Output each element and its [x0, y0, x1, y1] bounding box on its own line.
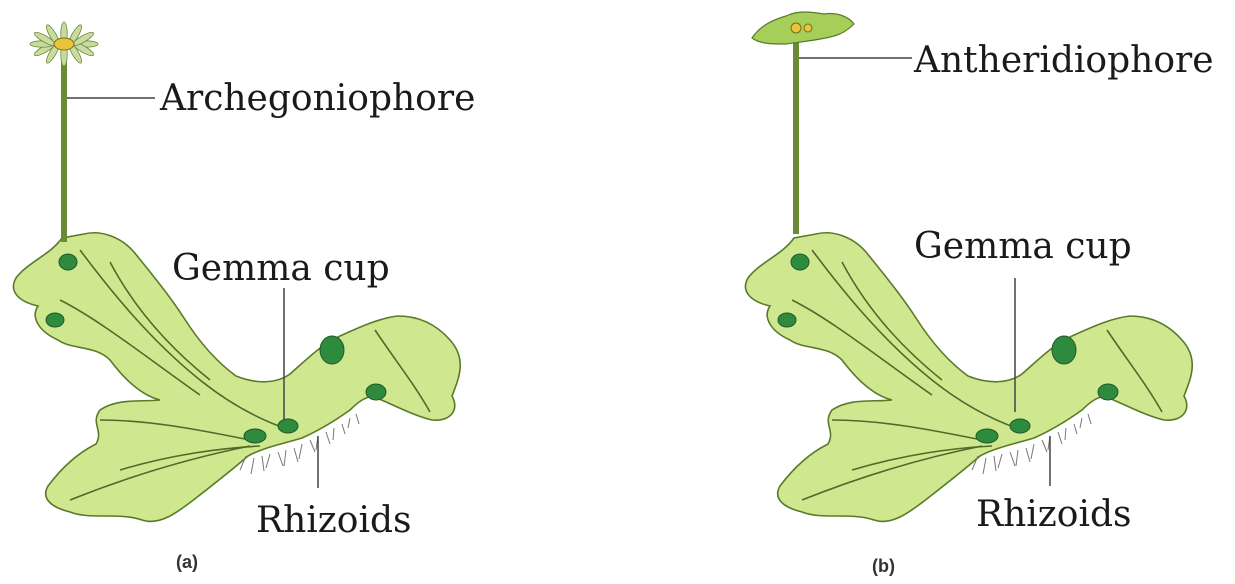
caption-a: (a) [176, 552, 198, 572]
archegoniophore-head-icon [30, 22, 98, 66]
archegoniophore-stalk [61, 52, 67, 242]
label-archegoniophore: Archegoniophore [159, 78, 475, 119]
label-gemma-cup-b: Gemma cup [914, 226, 1132, 267]
antheridiophore-stalk [793, 38, 799, 234]
caption-b: (b) [872, 556, 895, 576]
label-rhizoids-b: Rhizoids [976, 494, 1131, 535]
panel-a: Archegoniophore Gemma cup Rhizoids (a) [13, 22, 475, 572]
label-rhizoids-a: Rhizoids [256, 500, 411, 541]
label-gemma-cup-a: Gemma cup [172, 248, 390, 289]
thallus-b [745, 233, 1192, 522]
antheridiophore-head-icon [752, 12, 854, 44]
label-antheridiophore: Antheridiophore [913, 40, 1214, 81]
panel-b: Antheridiophore Gemma cup Rhizoids (b) [745, 12, 1213, 576]
head-center [54, 38, 74, 50]
